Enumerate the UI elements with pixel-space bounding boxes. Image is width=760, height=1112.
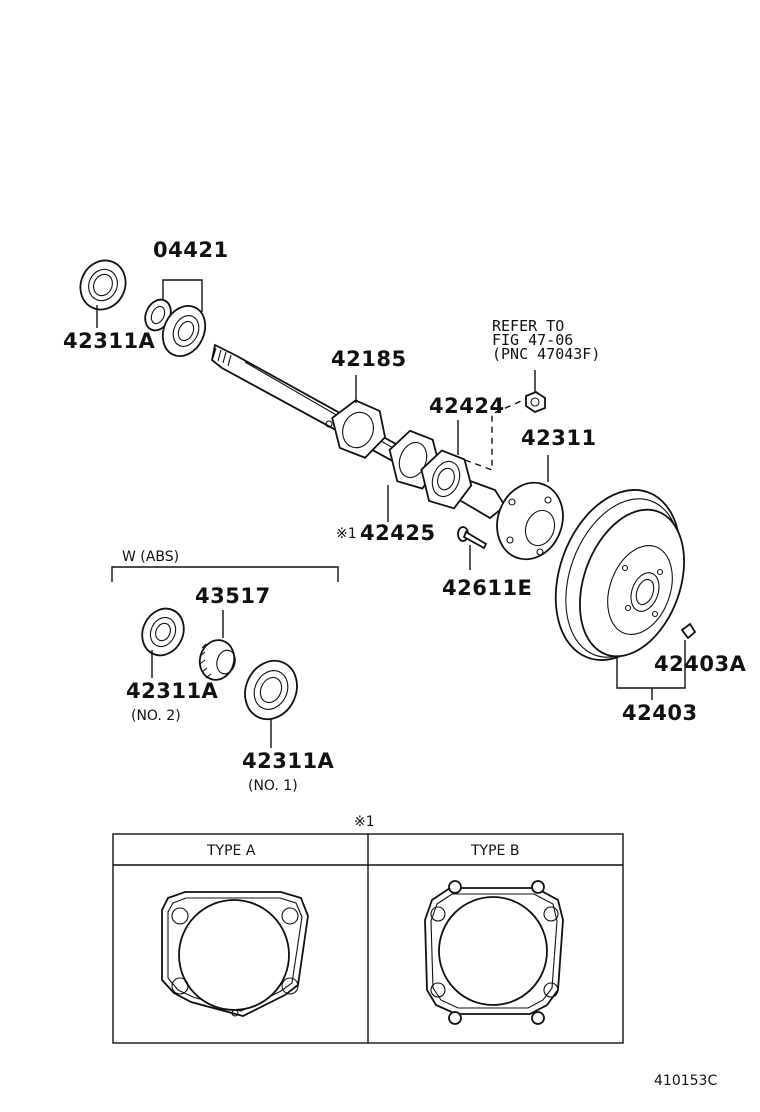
- abs-group-label: W (ABS): [122, 549, 179, 565]
- gasket-type-table: [112, 833, 624, 1044]
- label-04421: 04421: [153, 238, 229, 262]
- gasket-type-b: [424, 880, 564, 1025]
- plug-42403a: [680, 622, 697, 640]
- table-header-type-a: TYPE A: [206, 843, 256, 859]
- label-42611e: 42611E: [442, 576, 532, 600]
- label-42311a-no1-note: (NO. 1): [248, 778, 298, 794]
- table-header-type-b: TYPE B: [470, 843, 519, 859]
- label-42425: 42425: [360, 521, 436, 545]
- oil-seal-42311a-top: [79, 259, 127, 311]
- label-42403: 42403: [622, 701, 698, 725]
- hub-bolt-42611e: [457, 526, 488, 550]
- oil-seal-42311a-no1: [244, 659, 298, 721]
- refer-line3: (PNC 47043F): [492, 345, 600, 363]
- label-42403a: 42403A: [654, 652, 747, 676]
- label-42311a-no1: 42311A: [242, 749, 335, 773]
- label-42185: 42185: [331, 347, 407, 371]
- label-42311a-no2-note: (NO. 2): [131, 708, 181, 724]
- nut-refer: [525, 390, 546, 414]
- label-42425-mark: ※1: [336, 526, 357, 542]
- label-42311a-top: 42311A: [63, 329, 156, 353]
- oil-seal-42311a-no2: [141, 607, 185, 657]
- bearing-04421: [144, 298, 207, 357]
- table-note-mark: ※1: [354, 814, 375, 830]
- label-42311: 42311: [521, 426, 597, 450]
- brake-drum-42403: [554, 489, 685, 661]
- plate-42424: [420, 449, 473, 510]
- figure-code: 410153C: [654, 1073, 717, 1089]
- label-42311a-no2: 42311A: [126, 679, 219, 703]
- label-42424: 42424: [429, 394, 505, 418]
- abs-rotor-43517: [198, 639, 236, 681]
- gasket-type-a: [161, 891, 309, 1017]
- refer-line2: FIG 47-06: [492, 331, 573, 349]
- refer-line1: REFER TO: [492, 317, 564, 335]
- label-43517: 43517: [195, 584, 271, 608]
- hub-flange-42311: [496, 481, 564, 561]
